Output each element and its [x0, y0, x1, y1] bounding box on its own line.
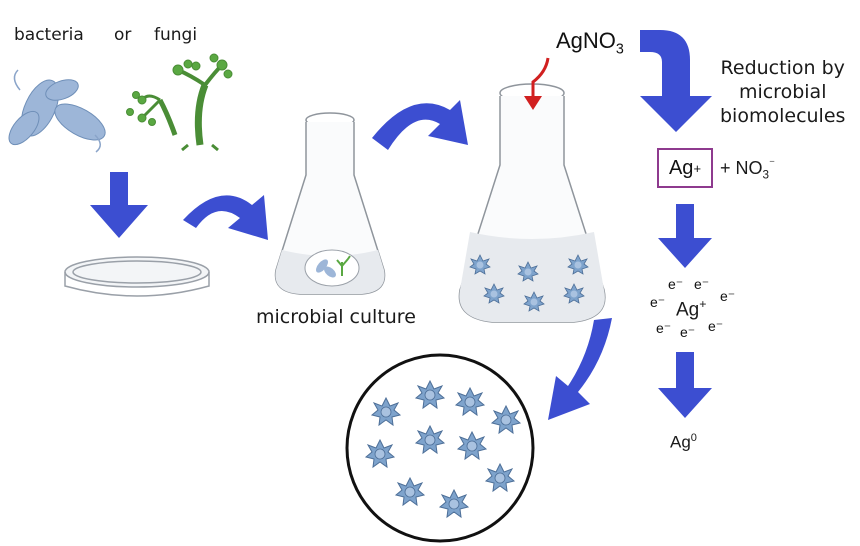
culture-flask — [274, 112, 386, 295]
electron-label: e⁻ — [694, 276, 710, 292]
electron-label: e⁻ — [680, 324, 696, 340]
nanoparticle-magnified-view — [345, 353, 535, 543]
silver-nitrate-drop-arrow — [531, 57, 550, 100]
arrow-to-nanoparticle-view — [548, 318, 612, 420]
electron-label: e⁻ — [656, 320, 672, 336]
bacteria-label: bacteria — [14, 25, 84, 45]
arrow-to-reduction — [640, 30, 712, 132]
silver-atom-label: Ag0 — [670, 432, 697, 452]
silver-nitrate-label: AgNO3 — [556, 28, 624, 58]
arrow-to-culture-flask — [183, 195, 268, 240]
electron-label: e⁻ — [668, 276, 684, 292]
arrow-to-silver-atom — [658, 352, 712, 418]
nitrate-ion-label: + NO3⁻ — [720, 157, 776, 182]
bacterium-cell — [45, 79, 79, 101]
electron-label: e⁻ — [720, 288, 736, 304]
bacterium-cell — [8, 110, 40, 146]
reduction-label: Reduction by microbial biomolecules — [720, 57, 846, 127]
arrow-to-electron-transfer — [658, 204, 712, 268]
petri-dish — [64, 256, 210, 297]
fungi-illustration — [126, 53, 233, 152]
fungi-label: fungi — [154, 25, 198, 45]
microbial-culture-label: microbial culture — [256, 306, 416, 328]
or-label: or — [114, 25, 132, 45]
arrow-to-reaction-flask — [372, 100, 468, 150]
bacterium-cell — [54, 103, 106, 141]
silver-ion-center-label: Ag+ — [676, 297, 707, 321]
electron-label: e⁻ — [708, 318, 724, 334]
bacteria-illustration — [8, 69, 106, 153]
reaction-flask — [458, 83, 606, 323]
electron-label: e⁻ — [650, 294, 666, 310]
arrow-to-petri-dish — [90, 172, 148, 238]
silver-ion-box: Ag+ — [657, 148, 713, 188]
